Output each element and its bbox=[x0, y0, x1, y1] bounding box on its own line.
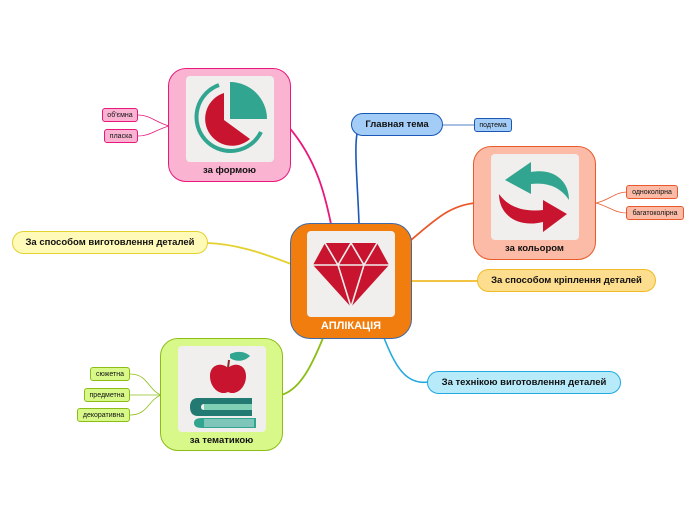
branch-shape[interactable]: за формою bbox=[168, 68, 291, 182]
branch-color-label: за кольором bbox=[505, 243, 564, 254]
link-shape-child-1 bbox=[137, 114, 170, 127]
branch-color[interactable]: за кольором bbox=[473, 146, 596, 260]
theme-child-object[interactable]: предметна bbox=[84, 388, 130, 402]
link-theme-child-3 bbox=[129, 394, 162, 416]
link-central-main-topic bbox=[355, 133, 360, 225]
theme-child-plot[interactable]: сюжетна bbox=[90, 367, 130, 381]
branch-theme-label: за тематикою bbox=[189, 435, 254, 446]
refresh-arrows-icon bbox=[499, 162, 569, 232]
theme-image-frame bbox=[178, 346, 266, 432]
color-image-frame bbox=[491, 154, 579, 240]
link-shape-child-2 bbox=[137, 125, 170, 137]
color-child-single[interactable]: одноколірна bbox=[626, 185, 678, 199]
gem-icon bbox=[313, 241, 389, 310]
branch-making[interactable]: За способом виготовлення деталей bbox=[12, 231, 208, 254]
shape-child-flat[interactable]: пласка bbox=[104, 129, 138, 143]
color-child-multi[interactable]: багатоколірна bbox=[626, 206, 684, 220]
link-central-theme bbox=[280, 337, 324, 396]
apple-on-books-icon bbox=[190, 351, 256, 428]
link-central-color bbox=[410, 202, 477, 241]
central-image-frame bbox=[307, 231, 395, 317]
branch-theme[interactable]: за тематикою bbox=[160, 338, 283, 451]
central-topic[interactable]: АПЛІКАЦІЯ bbox=[290, 223, 412, 339]
shape-child-volume[interactable]: об'ємна bbox=[102, 108, 138, 122]
central-topic-label: АПЛІКАЦІЯ bbox=[320, 320, 382, 332]
branch-shape-label: за формою bbox=[202, 165, 256, 176]
link-theme-child-1 bbox=[129, 373, 162, 396]
branch-main-topic[interactable]: Главная тема bbox=[351, 113, 443, 136]
theme-child-decorative[interactable]: декоративна bbox=[77, 408, 130, 422]
branch-technique[interactable]: За технікою виготовлення деталей bbox=[427, 371, 621, 394]
link-color-child-2 bbox=[595, 202, 628, 214]
link-central-shape bbox=[286, 124, 332, 225]
pie-chart-icon bbox=[194, 82, 267, 153]
link-central-making bbox=[206, 242, 292, 265]
shape-image-frame bbox=[186, 76, 274, 162]
link-central-technique bbox=[383, 337, 429, 383]
branch-fixing[interactable]: За способом кріплення деталей bbox=[477, 269, 656, 292]
link-color-child-1 bbox=[595, 191, 628, 204]
main-topic-child[interactable]: подтема bbox=[474, 118, 512, 132]
